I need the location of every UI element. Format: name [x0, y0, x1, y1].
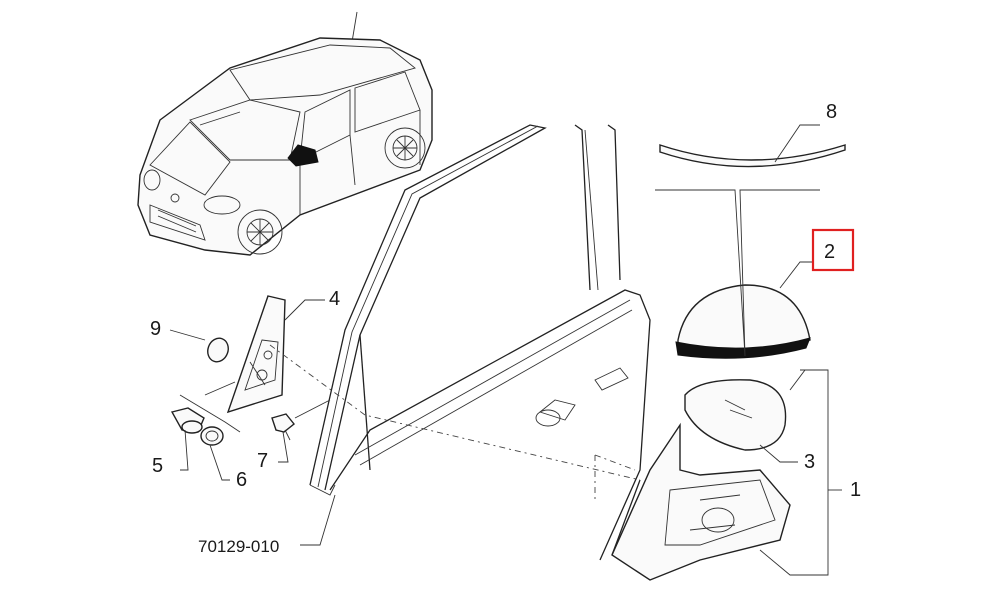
callout-8: 8	[826, 101, 837, 123]
assembly-dash-lines	[269, 344, 641, 500]
door-assembly	[309, 124, 651, 561]
mirror-glass-3	[684, 379, 787, 451]
screw-7	[271, 413, 295, 441]
seal-ring-9	[207, 337, 229, 363]
leader-lines	[169, 124, 842, 576]
callout-6: 6	[236, 469, 247, 491]
callout-3: 3	[804, 451, 815, 473]
callout-9: 9	[150, 318, 161, 340]
washer-6	[200, 426, 224, 446]
fastener-5	[170, 407, 205, 434]
mirror-housing-1	[611, 422, 791, 581]
highlight-box-part-2	[811, 228, 855, 272]
callout-2: 2	[824, 241, 835, 263]
callout-1: 1	[850, 479, 861, 501]
callout-7: 7	[257, 450, 268, 472]
trim-panel-4	[226, 295, 286, 414]
reference-code: 70129-010	[198, 537, 279, 556]
callout-4: 4	[329, 288, 340, 310]
car-illustration	[137, 11, 433, 256]
cap-strip-8	[659, 144, 846, 168]
callout-5: 5	[152, 455, 163, 477]
